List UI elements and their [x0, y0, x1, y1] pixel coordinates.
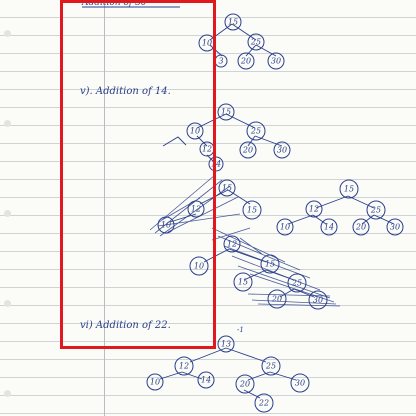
tree-node: 22: [254, 393, 274, 413]
svg-text:20: 20: [355, 223, 366, 232]
tree-node: 20: [239, 141, 257, 159]
tree-node: 25: [366, 200, 386, 220]
svg-text:10: 10: [150, 378, 160, 387]
tree-node: 20: [237, 52, 255, 70]
svg-text:12: 12: [227, 240, 237, 249]
tree-node: 25: [246, 121, 266, 141]
tree-6: 13 12 25 10 14 20 30 22: [146, 335, 310, 413]
svg-text:20: 20: [242, 146, 253, 155]
svg-text:10: 10: [194, 262, 204, 271]
tree-node: 30: [267, 52, 285, 70]
tree-node: 15: [233, 272, 253, 292]
tree-node: 30: [273, 141, 291, 159]
svg-text:30: 30: [277, 146, 287, 155]
tree-node: 13: [217, 335, 235, 353]
svg-text:25: 25: [250, 38, 261, 47]
tree-node: 14: [197, 371, 215, 389]
tree-5-scribbled: 12 10 15 15 25 20 30: [189, 227, 341, 310]
tree-4: 15 12 25 10 14 20 30: [276, 179, 404, 236]
svg-text:25: 25: [370, 206, 381, 215]
section5-heading: v). Addition of 14.: [80, 86, 171, 97]
tree-1: 15 10 25 3 20 30: [198, 13, 285, 70]
svg-text:10: 10: [202, 39, 212, 48]
svg-text:14: 14: [201, 376, 211, 385]
svg-text:30: 30: [271, 57, 281, 66]
balance-mark: -1: [237, 326, 244, 334]
svg-text:15: 15: [344, 185, 354, 194]
tree-node: 10: [189, 256, 209, 276]
binder-holes: [0, 0, 14, 416]
svg-text:30: 30: [295, 379, 305, 388]
svg-text:12: 12: [309, 205, 319, 214]
svg-text:25: 25: [265, 362, 276, 371]
svg-text:14: 14: [324, 223, 334, 232]
svg-text:30: 30: [313, 296, 323, 305]
tree-node: 10: [276, 218, 294, 236]
tree-node: 25: [247, 33, 265, 51]
svg-text:30: 30: [390, 223, 400, 232]
svg-text:13: 13: [221, 340, 231, 349]
section6-heading: vi) Addition of 22.: [80, 320, 171, 331]
svg-text:12: 12: [191, 205, 201, 214]
tree-node: 12: [174, 356, 194, 376]
tree-node: 14: [208, 156, 224, 172]
svg-text:15: 15: [221, 108, 231, 117]
tree-node: 10: [146, 373, 164, 391]
tree-2: 15 10 25 12 20 30 14: [162, 103, 291, 172]
tree-node: 20: [267, 289, 287, 309]
svg-text:22: 22: [258, 399, 269, 408]
svg-text:20: 20: [239, 380, 250, 389]
tree-node: 14: [320, 218, 338, 236]
tree-node: 15: [224, 13, 242, 31]
svg-text:12: 12: [179, 362, 189, 371]
tree-node: 20: [235, 374, 255, 394]
svg-text:15: 15: [238, 278, 248, 287]
tree-node: 15: [242, 200, 262, 220]
tree-node: 3: [214, 54, 228, 68]
svg-text:14: 14: [211, 160, 221, 169]
svg-text:10: 10: [190, 127, 200, 136]
tree-node: 30: [386, 218, 404, 236]
svg-text:12: 12: [202, 145, 212, 154]
tree-node: 30: [290, 373, 310, 393]
svg-text:20: 20: [271, 295, 282, 304]
svg-text:3: 3: [218, 57, 223, 66]
svg-text:25: 25: [250, 127, 261, 136]
tree-node: 20: [352, 218, 370, 236]
svg-text:10: 10: [280, 223, 290, 232]
svg-text:15: 15: [228, 18, 238, 27]
tree-node: 12: [223, 235, 241, 253]
tree-node: 10: [186, 122, 204, 140]
tree-node: 25: [261, 356, 281, 376]
tree-node: 15: [339, 179, 359, 199]
svg-text:20: 20: [240, 57, 251, 66]
margin-line: [104, 0, 105, 416]
svg-text:15: 15: [265, 260, 275, 269]
tree-node: 15: [217, 103, 235, 121]
section4-heading: Addition of 30: [81, 0, 147, 8]
selection-highlight-box: [60, 0, 216, 349]
svg-text:15: 15: [247, 206, 257, 215]
svg-text:25: 25: [291, 279, 302, 288]
tree-node: 12: [305, 200, 323, 218]
